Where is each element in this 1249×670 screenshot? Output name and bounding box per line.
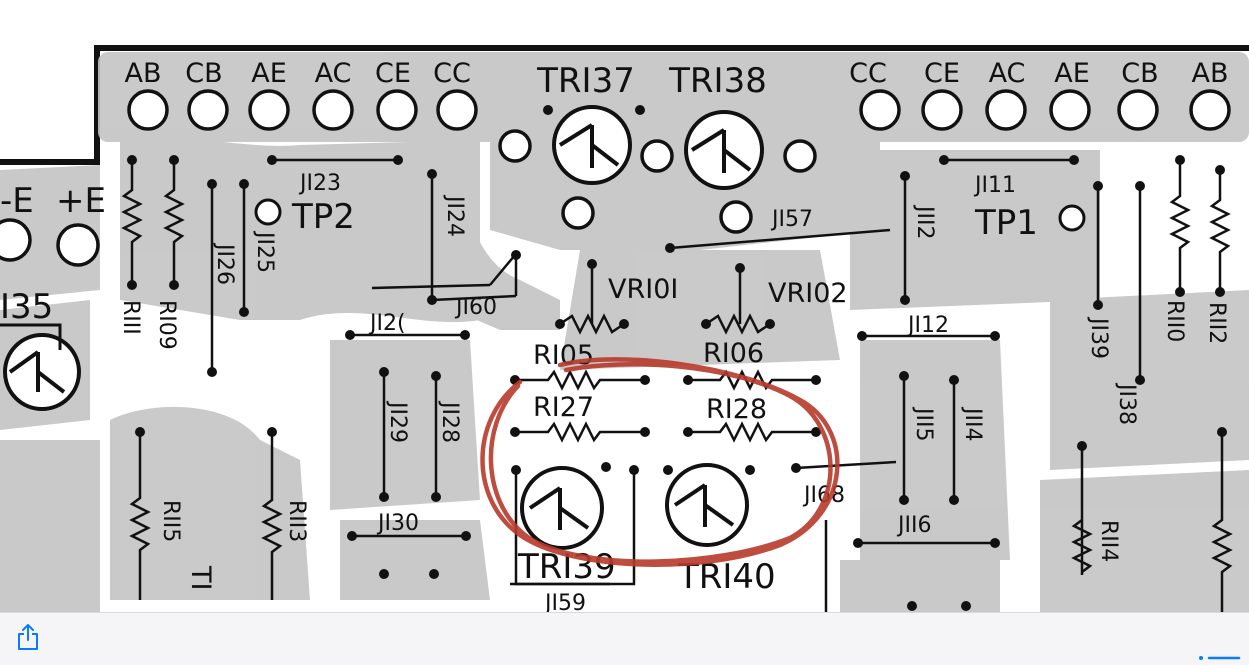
tp1-label: TP1 <box>974 203 1038 243</box>
connector-label: AB <box>125 58 162 89</box>
tr135-label: I35 <box>0 287 53 327</box>
r110-label: RII0 <box>1162 300 1187 342</box>
jumper-labels: JI23 JI24 JI25 JI26 JI2( JI60 JI29 JI28 … <box>212 171 1139 612</box>
j138-label: JI38 <box>1114 382 1139 425</box>
connector-label: AC <box>989 58 1026 89</box>
connector-label: CC <box>849 58 887 89</box>
j114-label: JII4 <box>960 406 985 441</box>
connector-pads-right <box>859 89 1231 131</box>
misc-pads <box>0 129 817 267</box>
vr102-label: VRI02 <box>768 278 848 309</box>
connector-label: CB <box>185 58 222 89</box>
j139-label: JI39 <box>1086 316 1111 359</box>
connector-label: CC <box>433 58 471 89</box>
connector-label: CB <box>1121 58 1158 89</box>
j123-label: JI23 <box>298 171 341 196</box>
bottom-toolbar <box>0 612 1249 665</box>
j128-label: JI28 <box>437 400 462 443</box>
connector-label: CE <box>924 58 960 89</box>
j112b-label: JI12 <box>906 313 949 338</box>
resistor-symbols <box>121 160 1233 612</box>
j126-label: JI26 <box>212 242 237 285</box>
transistor-tr138 <box>684 110 764 190</box>
more-button[interactable] <box>1197 651 1241 665</box>
r114-label: RII4 <box>1096 520 1121 562</box>
transistor-tr139 <box>520 466 604 550</box>
j124-label: JI24 <box>442 194 467 237</box>
r128-label: RI28 <box>706 394 767 425</box>
j157-label: JI57 <box>770 207 813 232</box>
tp2-pad <box>254 198 282 226</box>
solder-pads <box>127 105 1227 611</box>
share-icon <box>18 624 38 650</box>
r115-label: RII5 <box>158 500 183 542</box>
r127-label: RI27 <box>533 392 594 423</box>
board-outline <box>0 45 1249 165</box>
r111-label: RIII <box>118 300 143 335</box>
j116-label: JII6 <box>896 513 931 538</box>
jumper-wires <box>210 158 1142 586</box>
j159-label: JI59 <box>543 591 586 612</box>
j130-label: JI30 <box>376 511 419 536</box>
j115-label: JII5 <box>911 406 936 441</box>
vr101-label: VRI0I <box>608 274 678 305</box>
neg-supply-label: -E <box>0 181 34 221</box>
transistor-tr137 <box>552 105 632 185</box>
r112-label: RII2 <box>1204 302 1229 344</box>
tr138-label: TRI38 <box>668 61 767 101</box>
j160-label: JI60 <box>454 295 497 320</box>
tr-partial-label: TI <box>185 565 216 590</box>
r113-label: RII3 <box>284 500 309 542</box>
tr135-trace <box>0 323 62 350</box>
tp1-pad <box>1058 204 1086 232</box>
resistor-labels: RI05 RI06 RI27 RI28 RIII RI09 RII0 RII2 … <box>118 300 1229 562</box>
j111-label: JI11 <box>973 173 1016 198</box>
connector-label: AE <box>1054 58 1090 89</box>
transistor-tr140 <box>665 463 749 547</box>
j112-label: JII2 <box>912 204 937 239</box>
connector-label: CE <box>375 58 411 89</box>
r106-label: RI06 <box>703 338 764 369</box>
pos-supply-label: +E <box>56 181 106 221</box>
connector-label: AE <box>251 58 287 89</box>
j125-label: JI25 <box>252 230 277 273</box>
connector-pads-left <box>127 89 478 131</box>
j129-label: JI29 <box>385 400 410 443</box>
more-icon <box>1199 656 1241 660</box>
pcb-layout-diagram: AB CB AE AC CE CC CC CE AC AE CB AB TRI3… <box>0 45 1249 612</box>
share-button[interactable] <box>10 619 46 655</box>
highlight-ellipse <box>480 357 840 567</box>
transistor-tr135 <box>3 333 81 411</box>
j127-label: JI2( <box>368 311 406 336</box>
tr137-label: TRI37 <box>536 61 635 101</box>
tp2-label: TP2 <box>291 197 355 237</box>
connector-label: AC <box>315 58 352 89</box>
r109-label: RI09 <box>154 300 179 350</box>
connector-label: AB <box>1192 58 1229 89</box>
